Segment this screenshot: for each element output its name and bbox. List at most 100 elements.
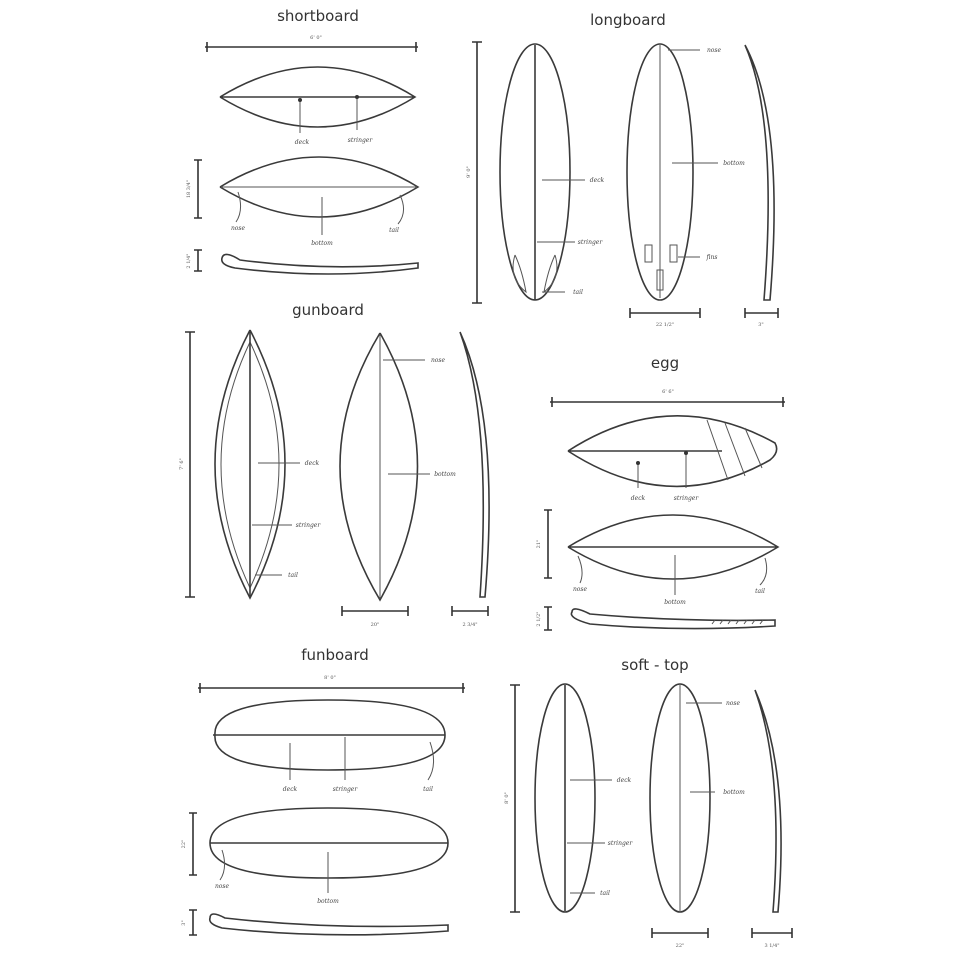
length-dimension-line (550, 397, 785, 407)
label-bottom: bottom (434, 471, 456, 478)
pointer-lines (219, 849, 329, 893)
egg-width: 21" (536, 540, 542, 549)
width-dimension-line (189, 812, 197, 876)
pointer-lines (299, 97, 358, 133)
label-stringer: stringer (296, 522, 322, 529)
funboard-section: funboard 8' 0" deck stringer tail 22" no… (181, 646, 465, 936)
thickness-dimension-line (751, 928, 793, 938)
label-bottom: bottom (311, 240, 333, 247)
label-tail: tail (755, 588, 765, 595)
softtop-thickness: 3 1/4" (764, 943, 779, 949)
label-nose: nose (215, 883, 230, 890)
longboard-bottom-view (626, 43, 694, 301)
shortboard-section: shortboard 6' 0" deck stringer 18 3/4" n… (186, 7, 420, 275)
shortboard-length: 6' 0" (310, 35, 322, 41)
length-dimension-line (198, 683, 465, 693)
label-deck: deck (283, 786, 298, 793)
label-deck: deck (617, 777, 632, 784)
softtop-rocker-profile (754, 689, 782, 913)
label-tail: tail (288, 572, 298, 579)
thickness-dimension-line (544, 606, 552, 631)
label-deck: deck (631, 495, 646, 502)
rail-outline (220, 341, 280, 589)
longboard-width: 22 1/2" (656, 322, 674, 328)
funboard-thickness: 3" (181, 920, 187, 925)
gunboard-bottom-view (339, 332, 419, 602)
label-stringer: stringer (348, 137, 374, 144)
thickness-dimension-line (194, 249, 202, 272)
pointer-lines (686, 702, 722, 793)
shortboard-rocker-profile (220, 253, 419, 275)
side-fin-box (644, 244, 653, 263)
label-bottom: bottom (317, 898, 339, 905)
label-fins: fins (706, 254, 718, 261)
label-bottom: bottom (723, 160, 745, 167)
gunboard-rocker-profile (459, 331, 490, 598)
longboard-thickness: 3" (758, 322, 763, 328)
label-stringer: stringer (333, 786, 359, 793)
softtop-bottom-view (649, 683, 711, 913)
pointer-lines (289, 737, 434, 781)
pointer-lines (537, 179, 585, 293)
shortboard-bottom-view (219, 156, 420, 218)
label-nose: nose (726, 700, 741, 707)
length-dimension-line (472, 41, 482, 304)
label-bottom: bottom (664, 599, 686, 606)
width-dimension-line (194, 159, 202, 219)
egg-thickness: 2 1/2" (536, 611, 542, 626)
width-dimension-line (651, 928, 709, 938)
label-tail: tail (423, 786, 433, 793)
longboard-length: 9' 0" (466, 166, 472, 178)
thickness-dimension-line (744, 308, 779, 318)
center-fin-box (656, 269, 664, 291)
egg-section: egg 6' 6" deck stringer 21" nose bottom … (536, 354, 785, 631)
label-stringer: stringer (608, 840, 634, 847)
funboard-width: 22" (181, 840, 187, 849)
egg-deck-view (567, 415, 778, 488)
pointer-lines (577, 555, 768, 595)
gunboard-deck-view (214, 329, 286, 600)
label-stringer: stringer (578, 239, 604, 246)
pointer-lines (637, 453, 687, 488)
egg-title: egg (651, 354, 679, 372)
pointer-lines (252, 462, 300, 576)
label-deck: deck (295, 139, 310, 146)
thickness-dimension-line (189, 909, 197, 936)
funboard-rocker-profile (208, 913, 449, 936)
shortboard-deck-view (219, 66, 417, 128)
pointer-lines (567, 779, 612, 894)
label-nose: nose (431, 357, 446, 364)
label-tail: tail (389, 227, 399, 234)
label-tail: tail (573, 289, 583, 296)
pointer-dot (355, 95, 359, 99)
length-dimension-line (205, 42, 418, 52)
gunboard-thickness: 2 3/4" (462, 622, 477, 628)
gunboard-section: gunboard 7' 6" deck stringer tail nose b… (179, 301, 490, 628)
longboard-section: longboard 9' 0" deck stringer tail nose … (466, 11, 779, 328)
label-deck: deck (305, 460, 320, 467)
longboard-title: longboard (590, 11, 666, 29)
softtop-section: soft - top 8' 0" deck stringer tail nose… (504, 656, 793, 949)
pointer-dot (636, 461, 640, 465)
funboard-title: funboard (301, 646, 369, 664)
width-dimension-line (341, 606, 409, 616)
funboard-bottom-view (209, 807, 449, 879)
label-stringer: stringer (674, 495, 700, 502)
shortboard-width: 18 3/4" (186, 180, 192, 198)
profile-hatching (711, 619, 764, 625)
softtop-width: 22" (676, 943, 685, 949)
egg-rocker-profile (570, 608, 776, 630)
shortboard-title: shortboard (277, 7, 359, 25)
gunboard-width: 20" (371, 622, 380, 628)
length-dimension-line (510, 684, 520, 913)
width-dimension-line (629, 308, 701, 318)
label-deck: deck (590, 177, 605, 184)
side-fin-box (669, 244, 678, 263)
gunboard-length: 7' 6" (179, 458, 185, 470)
funboard-length: 8' 0" (324, 675, 336, 681)
pointer-lines (668, 49, 718, 258)
pointer-lines (235, 191, 404, 235)
label-bottom: bottom (723, 789, 745, 796)
pointer-dot (684, 451, 688, 455)
